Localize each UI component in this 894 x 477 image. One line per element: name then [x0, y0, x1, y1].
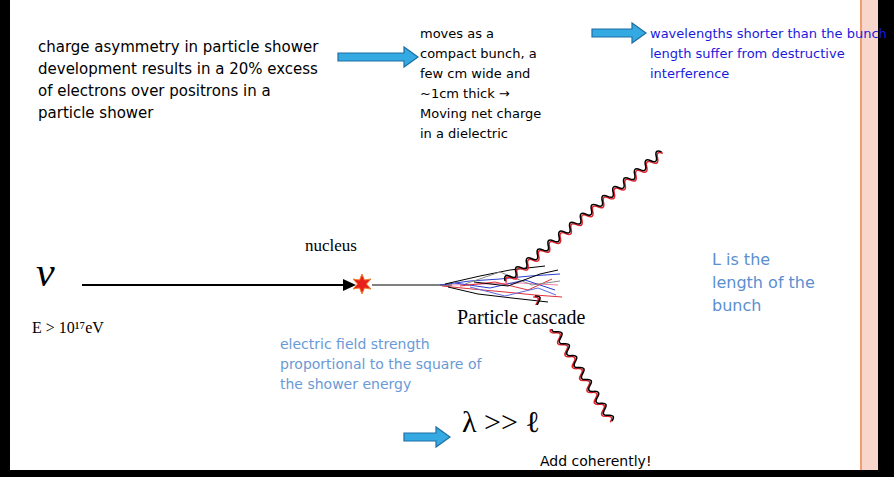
- part-name: Particle cascade: [455, 305, 587, 329]
- radio-wave-up: [503, 149, 665, 285]
- note-text: charge asymmetry in particle shower deve…: [38, 36, 323, 124]
- condition-formula: λ >> ℓ: [462, 405, 540, 439]
- note-text: wavelengths shorter than the bunch lengt…: [650, 24, 888, 84]
- neutrino-track: [82, 279, 356, 291]
- nucleus-star: [353, 274, 371, 294]
- note-text: Add coherently!: [540, 452, 652, 470]
- slide-edge-stripe: [860, 0, 878, 470]
- part-name: nucleus: [305, 236, 357, 256]
- energy-label: E > 10¹⁷eV: [32, 318, 104, 338]
- particle-cascade-tracks: [440, 266, 562, 302]
- neutrino-symbol: ν: [36, 250, 55, 294]
- note-text: L is the length of the bunch: [712, 248, 822, 317]
- note-text: electric field strength proportional to …: [280, 334, 505, 394]
- note-text: moves as a compact bunch, a few cm wide …: [420, 24, 552, 144]
